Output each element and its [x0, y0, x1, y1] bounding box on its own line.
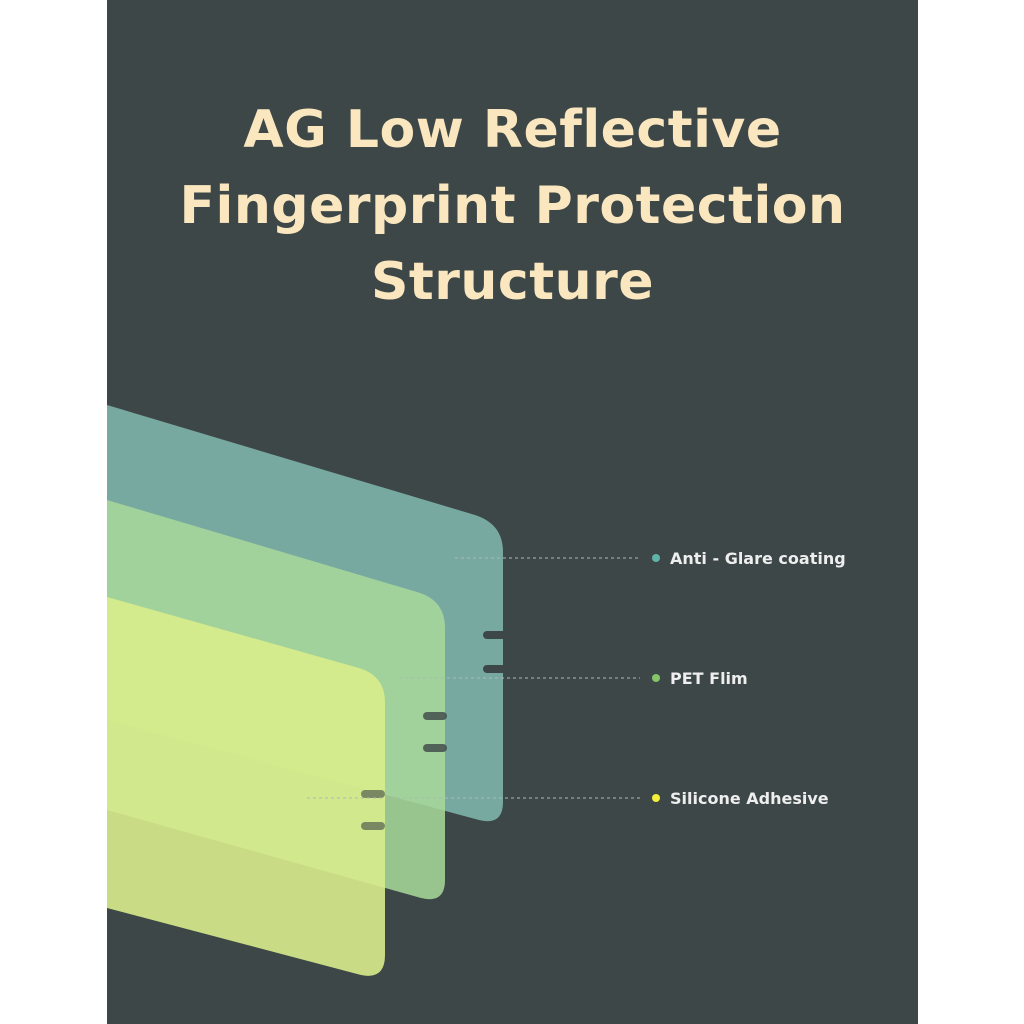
layer-notch-1 [483, 631, 507, 639]
title-line-3: Structure [370, 252, 655, 312]
layer-notch-5 [361, 790, 385, 798]
infographic-panel: AG Low Reflective Fingerprint Protection… [107, 0, 918, 1024]
infographic-title: AG Low Reflective Fingerprint Protection… [107, 92, 918, 320]
layer-notch-6 [361, 822, 385, 830]
title-line-2: Fingerprint Protection [179, 176, 846, 236]
title-line-1: AG Low Reflective [243, 100, 782, 160]
layer-notch-4 [423, 744, 447, 752]
layer-label-anti-glare: Anti - Glare coating [670, 549, 846, 568]
layer-stack-diagram [107, 405, 660, 976]
layer-notch-2 [483, 665, 507, 673]
layer-label-silicone: Silicone Adhesive [670, 789, 829, 808]
layer-dot-silicone [652, 794, 660, 802]
layer-dot-pet-film [652, 674, 660, 682]
layer-label-pet-film: PET Flim [670, 669, 748, 688]
layer-sheet-silicone [107, 597, 385, 976]
layer-dot-anti-glare [652, 554, 660, 562]
layer-notch-3 [423, 712, 447, 720]
